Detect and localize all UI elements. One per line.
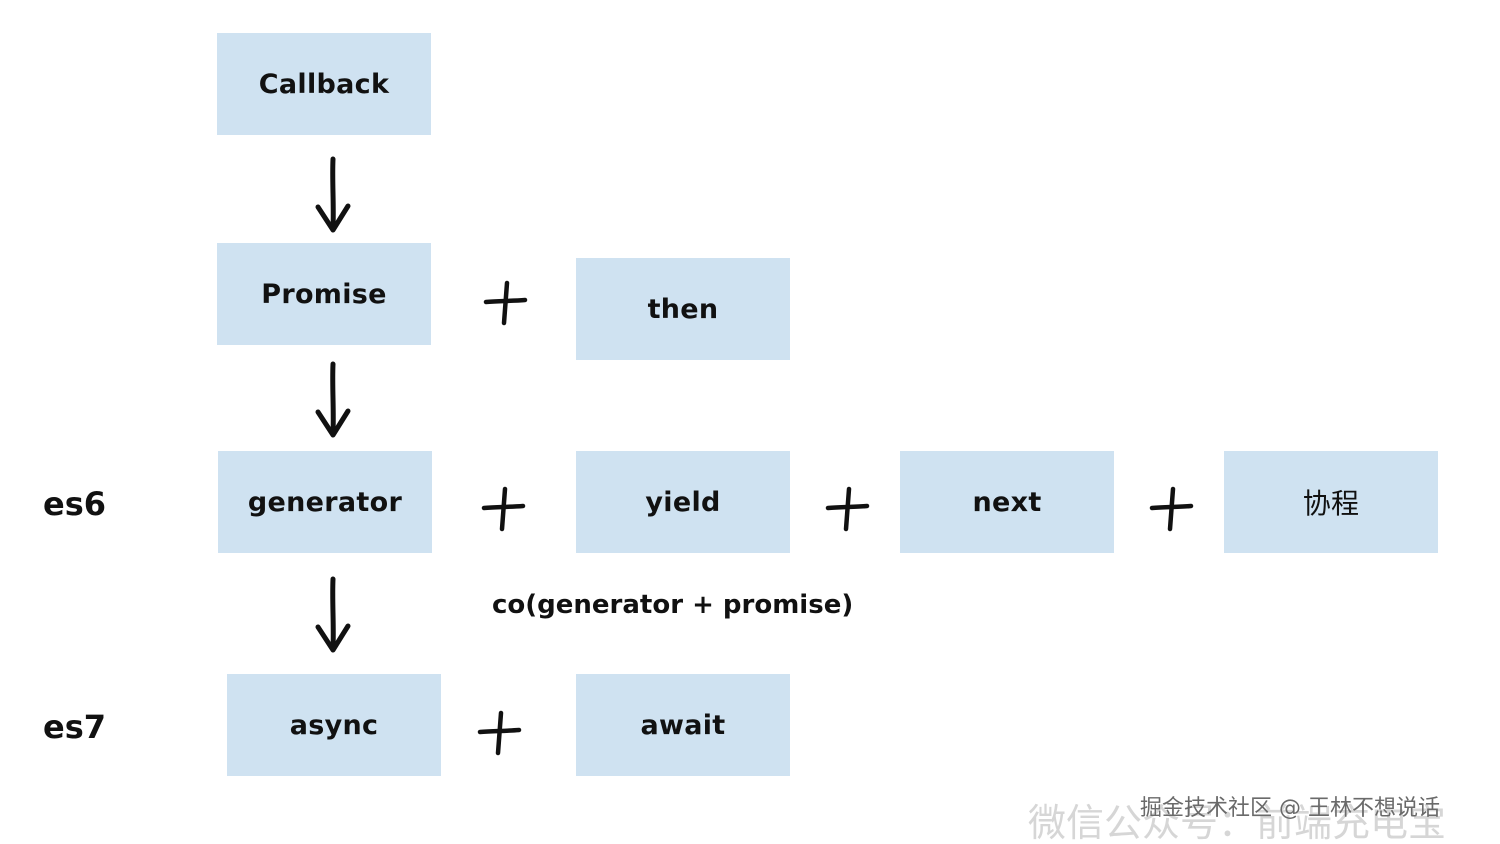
- side-label-es6: es6: [43, 485, 107, 523]
- down-arrow-icon: [315, 576, 351, 653]
- down-arrow-icon: [315, 156, 351, 233]
- node-generator-label: generator: [247, 486, 403, 518]
- node-promise: Promise: [217, 243, 431, 345]
- node-yield: yield: [576, 451, 790, 553]
- node-await: await: [576, 674, 790, 776]
- node-yield-label: yield: [645, 486, 721, 518]
- node-coroutine-label: 协程: [1302, 487, 1360, 520]
- node-promise-label: Promise: [261, 278, 387, 310]
- node-generator: generator: [218, 451, 432, 553]
- plus-icon: [477, 710, 522, 756]
- node-callback-label: Callback: [258, 68, 390, 100]
- side-label-es7: es7: [43, 708, 107, 746]
- plus-icon: [825, 486, 870, 532]
- co-annotation: co(generator + promise): [492, 590, 854, 620]
- watermark-juejin: 掘金技术社区 @ 王林不想说话: [1140, 796, 1440, 821]
- plus-icon: [483, 280, 528, 326]
- down-arrow-icon: [315, 361, 351, 438]
- node-next-label: next: [972, 486, 1042, 518]
- node-async-label: async: [289, 709, 379, 741]
- node-next: next: [900, 451, 1114, 553]
- node-coroutine: 协程: [1224, 451, 1438, 553]
- plus-icon: [1149, 486, 1194, 532]
- watermark-wechat: 微信公众号：前端充电宝: [1028, 801, 1447, 844]
- node-then-label: then: [647, 293, 719, 325]
- node-then: then: [576, 258, 790, 360]
- node-await-label: await: [640, 709, 726, 741]
- node-callback: Callback: [217, 33, 431, 135]
- plus-icon: [481, 486, 526, 532]
- node-async: async: [227, 674, 441, 776]
